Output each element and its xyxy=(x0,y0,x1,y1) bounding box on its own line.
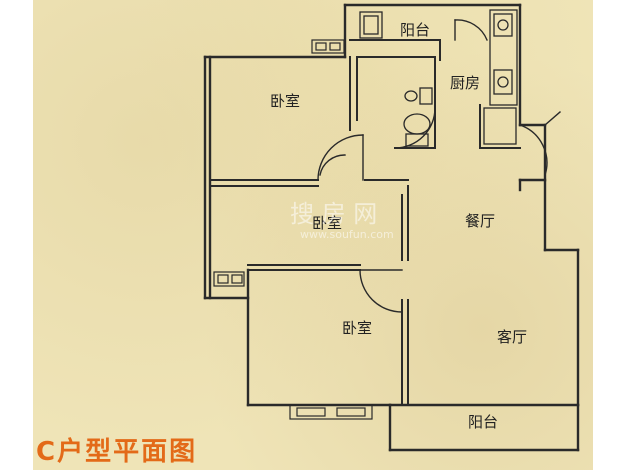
room-label-balcony-bottom: 阳台 xyxy=(468,413,498,431)
room-label-bedroom-2: 卧室 xyxy=(312,214,342,232)
room-label-bedroom-1: 卧室 xyxy=(270,92,300,110)
room-label-living-room: 客厅 xyxy=(497,328,527,346)
interior-walls xyxy=(209,39,521,406)
fixtures xyxy=(359,9,518,147)
room-label-balcony-top: 阳台 xyxy=(400,21,430,39)
room-label-kitchen: 厨房 xyxy=(450,74,480,92)
windows xyxy=(213,39,373,420)
watermark-url: www.soufun.com xyxy=(300,228,394,241)
plan-caption: C户型平面图 xyxy=(36,436,197,467)
room-label-dining-room: 餐厅 xyxy=(465,212,495,230)
room-label-bedroom-3: 卧室 xyxy=(342,319,372,337)
watermark-brand: 搜 房 网 xyxy=(290,200,377,228)
door-swings xyxy=(317,19,561,313)
